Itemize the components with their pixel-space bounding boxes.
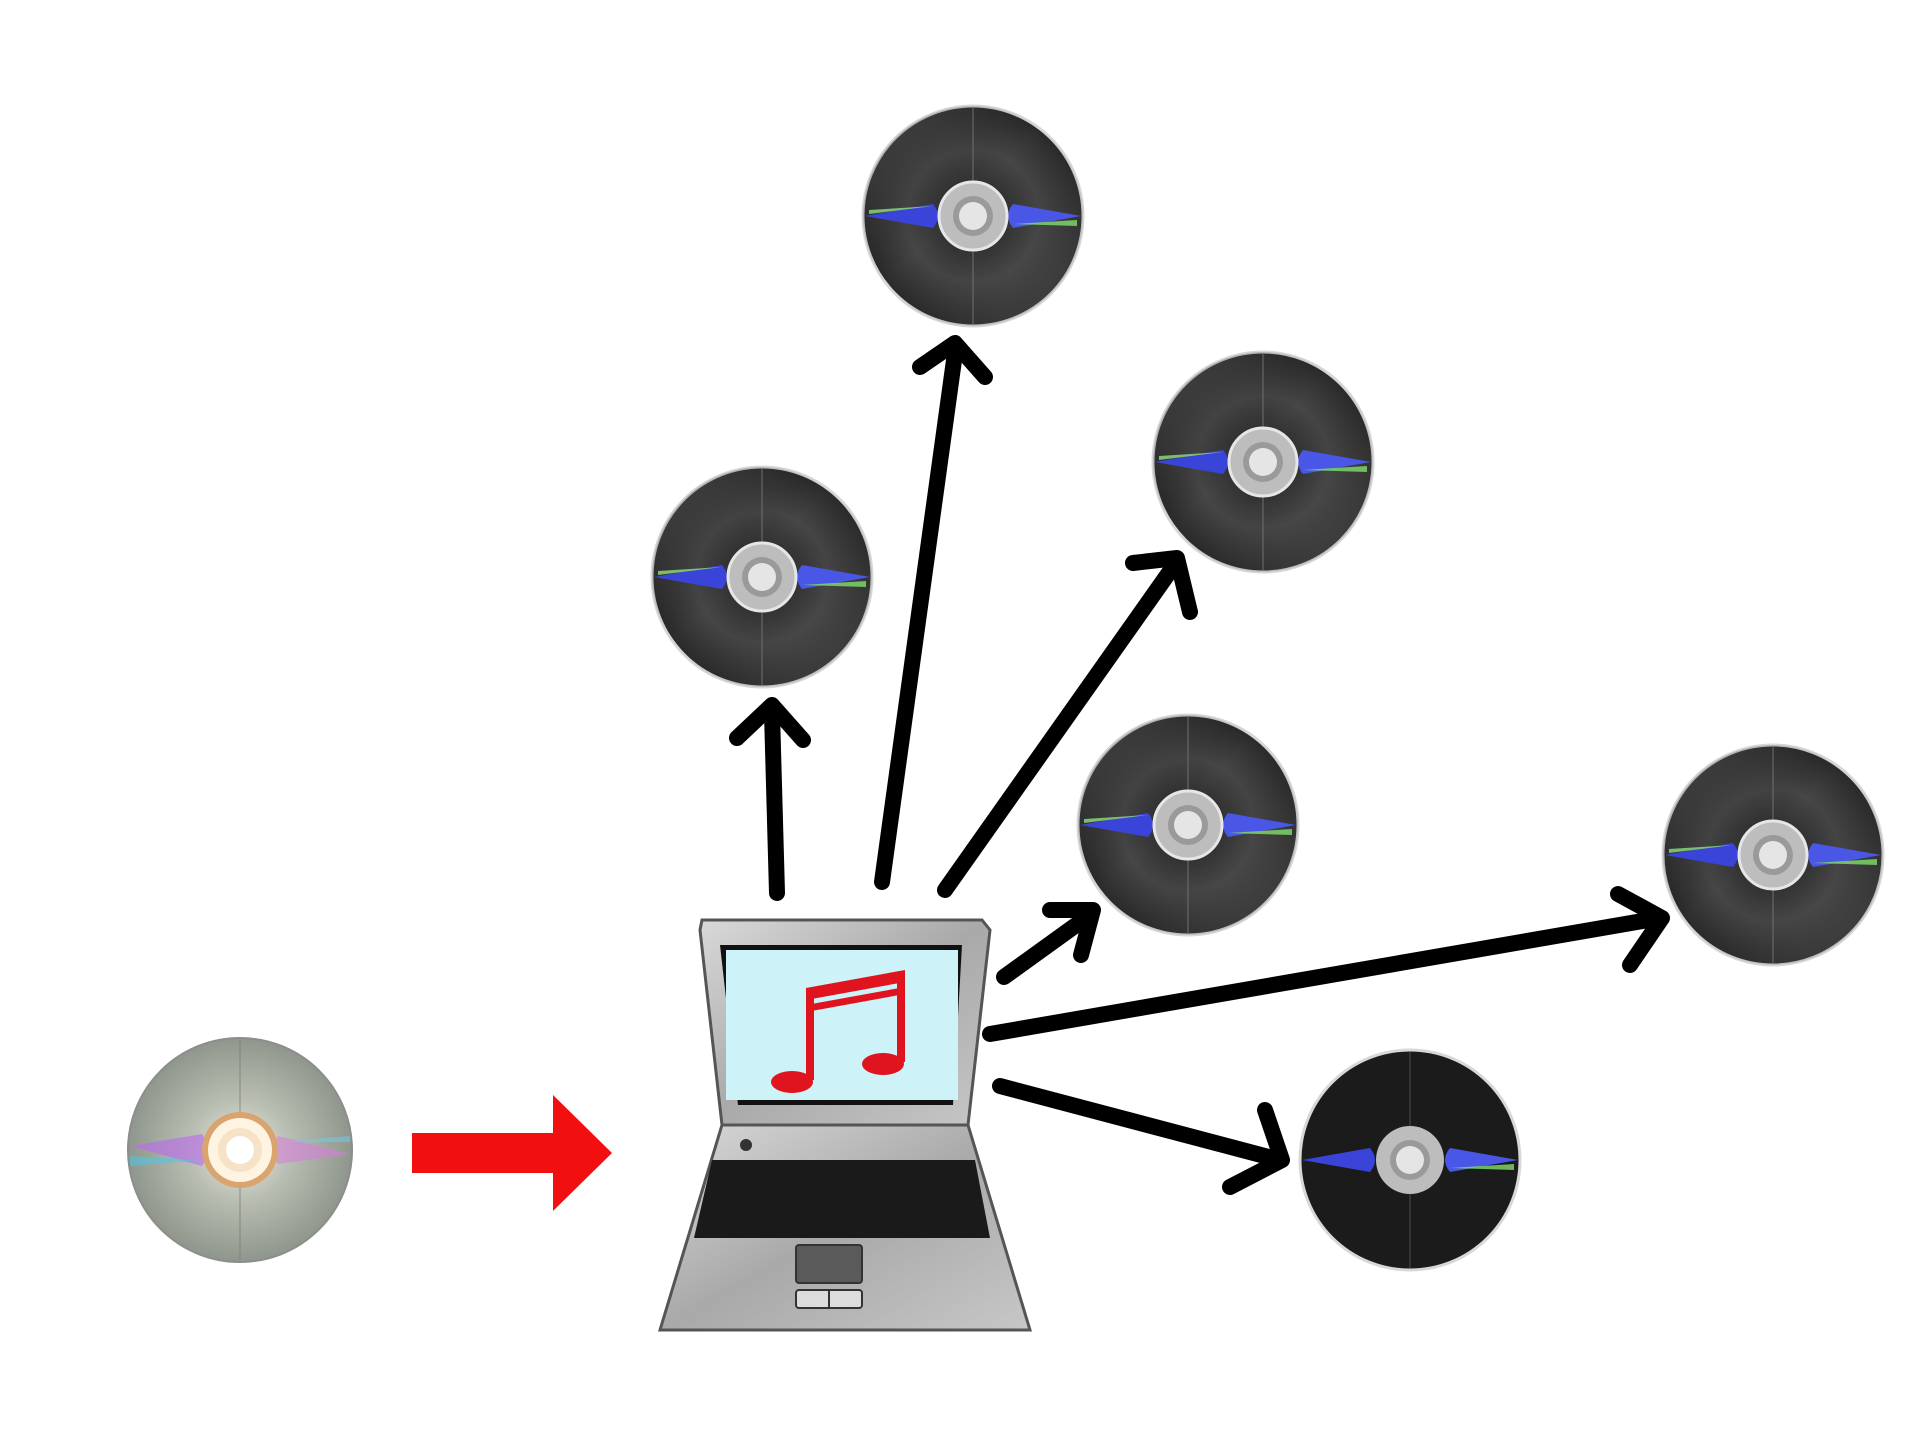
arrow-to-disc-4 — [996, 902, 1101, 985]
arrow-to-disc-5 — [982, 886, 1670, 1042]
arrow-to-disc-3 — [937, 550, 1198, 898]
output-arrows — [729, 335, 1670, 1195]
blank-disc-icon — [650, 465, 874, 689]
arrow-to-disc-6 — [992, 1078, 1290, 1195]
music-note-icon — [771, 970, 905, 1093]
blank-disc-icon — [861, 104, 1085, 328]
source-arrow — [412, 1095, 612, 1211]
laptop-keyboard — [694, 1160, 990, 1238]
blank-disc-icon — [1661, 743, 1885, 967]
source-cd-icon — [127, 1037, 353, 1263]
arrow-to-disc-1 — [729, 697, 811, 901]
blank-disc-icon — [1151, 350, 1375, 574]
blank-disc-icon — [1298, 1048, 1522, 1272]
blank-disc-icon — [1076, 713, 1300, 937]
laptop-touchpad — [795, 1244, 863, 1284]
laptop-screen — [726, 950, 958, 1100]
arrow-to-disc-2 — [874, 335, 993, 890]
